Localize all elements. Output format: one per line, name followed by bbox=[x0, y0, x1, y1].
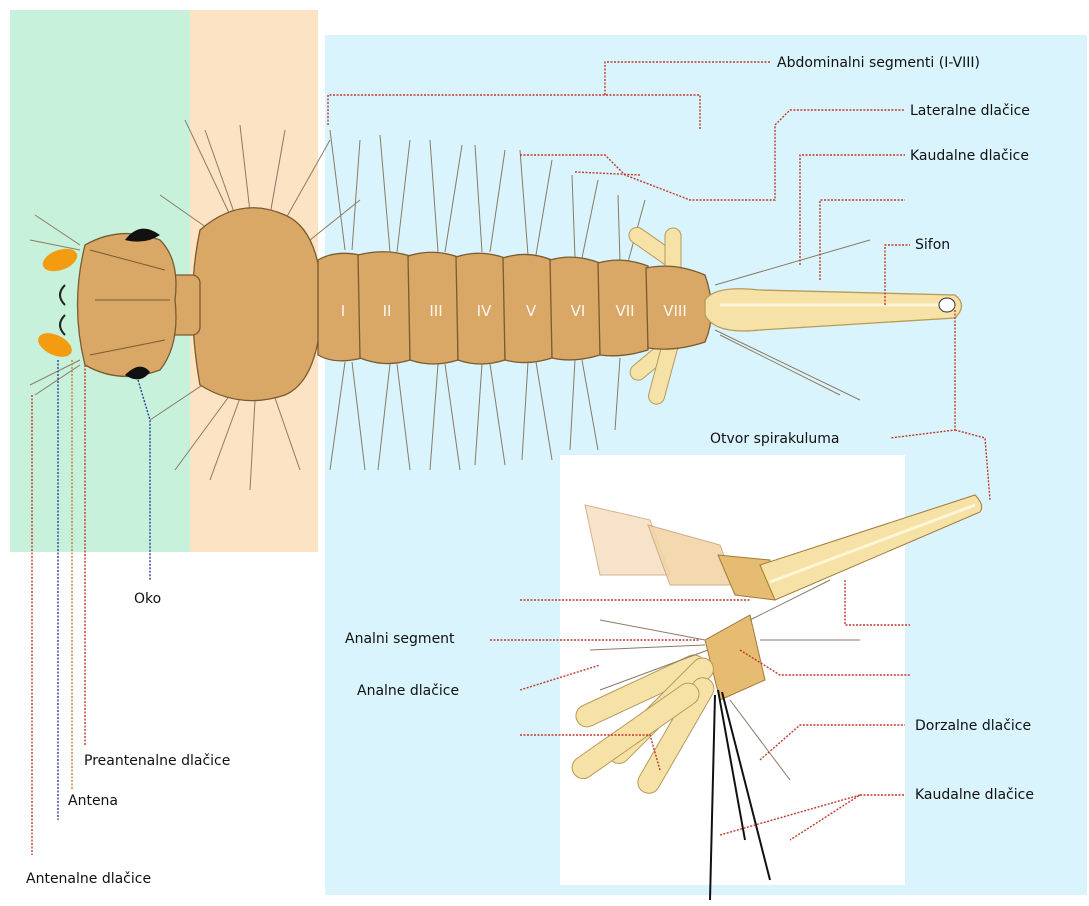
label-eye: Oko bbox=[134, 591, 161, 607]
label-antenna: Antena bbox=[68, 793, 118, 809]
label-dorsal-hairs: Dorzalne dlačice bbox=[915, 718, 1031, 734]
segment-numeral: V bbox=[526, 302, 537, 320]
spiracle-opening bbox=[939, 298, 955, 312]
label-spiracle-opening: Otvor spirakuluma bbox=[710, 431, 840, 447]
segment-numeral: II bbox=[383, 302, 392, 320]
label-lateral-hairs: Lateralne dlačice bbox=[910, 103, 1030, 119]
abdominal-segments bbox=[318, 252, 712, 364]
label-abdominal-segments: Abdominalni segmenti (I-VIII) bbox=[777, 55, 980, 71]
label-caudal-hairs-top: Kaudalne dlačice bbox=[910, 148, 1029, 164]
label-siphon: Sifon bbox=[915, 237, 950, 253]
segment-numeral: VIII bbox=[663, 302, 687, 320]
label-caudal-hairs-bottom: Kaudalne dlačice bbox=[915, 787, 1034, 803]
label-anal-segment: Analni segment bbox=[345, 631, 455, 647]
label-anal-hairs: Analne dlačice bbox=[357, 683, 459, 699]
segment-numeral: VII bbox=[615, 302, 634, 320]
thorax bbox=[193, 208, 323, 401]
label-antennal-hairs: Antenalne dlačice bbox=[26, 871, 151, 887]
segment-numeral: I bbox=[341, 302, 345, 320]
segment-numeral: III bbox=[429, 302, 442, 320]
segment-numeral: VI bbox=[571, 302, 586, 320]
label-preantennal-hairs: Preantenalne dlačice bbox=[84, 753, 230, 769]
segment-numeral: IV bbox=[477, 302, 492, 320]
